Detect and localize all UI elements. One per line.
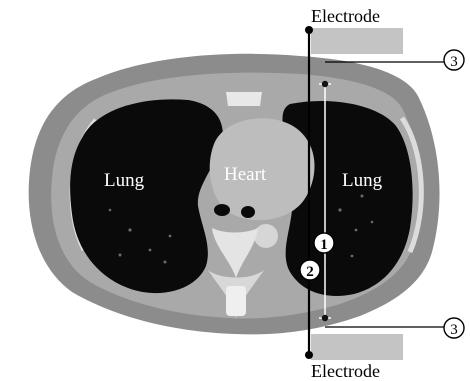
electrode-bottom-dot — [305, 351, 313, 359]
range-point-bottom — [322, 315, 328, 321]
marker-1-number: 1 — [320, 237, 328, 253]
marker-2-number: 2 — [306, 264, 314, 280]
heart-label: Heart — [224, 164, 267, 185]
electrode-top-label: Electrode — [311, 6, 380, 26]
lung-left-label: Lung — [104, 170, 145, 191]
marker-3-bottom: 3 — [444, 318, 464, 338]
electrode-top-dot — [305, 26, 313, 34]
electrode-bottom-label: Electrode — [311, 361, 380, 381]
sternum — [226, 92, 262, 106]
thorax-cross-section — [29, 54, 440, 335]
airway-right — [241, 206, 255, 218]
marker-3-top: 3 — [444, 50, 464, 70]
marker-1: 1 — [314, 233, 334, 253]
airway-left — [214, 204, 230, 216]
aorta — [254, 224, 278, 248]
marker-3-bottom-number: 3 — [450, 322, 458, 338]
electrode-pad-top — [311, 28, 403, 54]
lung-right-label: Lung — [342, 170, 383, 191]
range-point-top — [322, 81, 328, 87]
marker-2: 2 — [300, 260, 320, 280]
electrode-pad-bottom — [311, 334, 403, 360]
marker-3-top-number: 3 — [450, 54, 458, 70]
